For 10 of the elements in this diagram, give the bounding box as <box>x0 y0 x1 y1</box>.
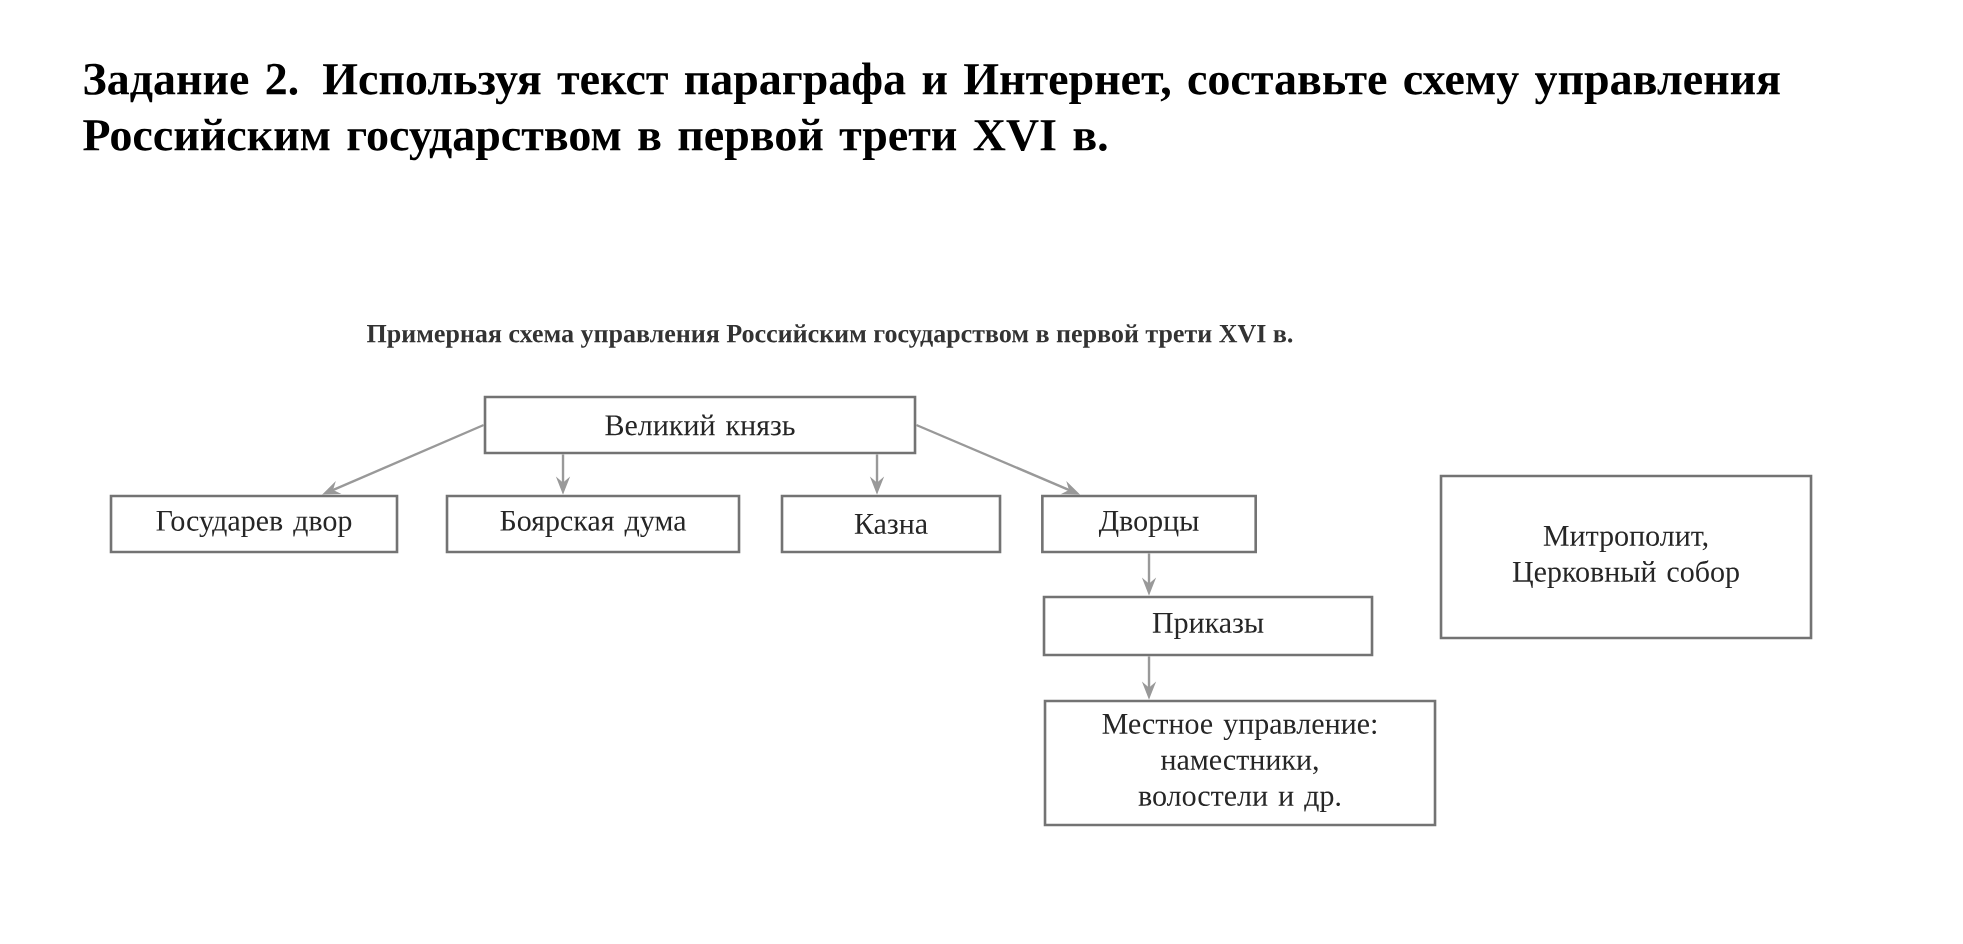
box: Митрополит, Церковный собор <box>1439 474 1813 640</box>
box: Дворцы <box>1041 494 1257 554</box>
box: Государев двор <box>109 494 399 554</box>
box: Местное управление: наместники, волостели и др. <box>1043 699 1437 827</box>
box: Приказы <box>1042 595 1374 657</box>
heading: Задание 2. Используя текст параграфа и Интернет, составьте схему управления Российским государством в первой трети XVI в. <box>83 62 1780 161</box>
box: Боярская дума <box>445 494 741 554</box>
scheme-caption: Примерная схема управления Российским государством в первой трети XVI в. <box>367 324 1293 348</box>
box: Казна <box>780 494 1002 554</box>
box: Великий князь <box>483 395 917 455</box>
